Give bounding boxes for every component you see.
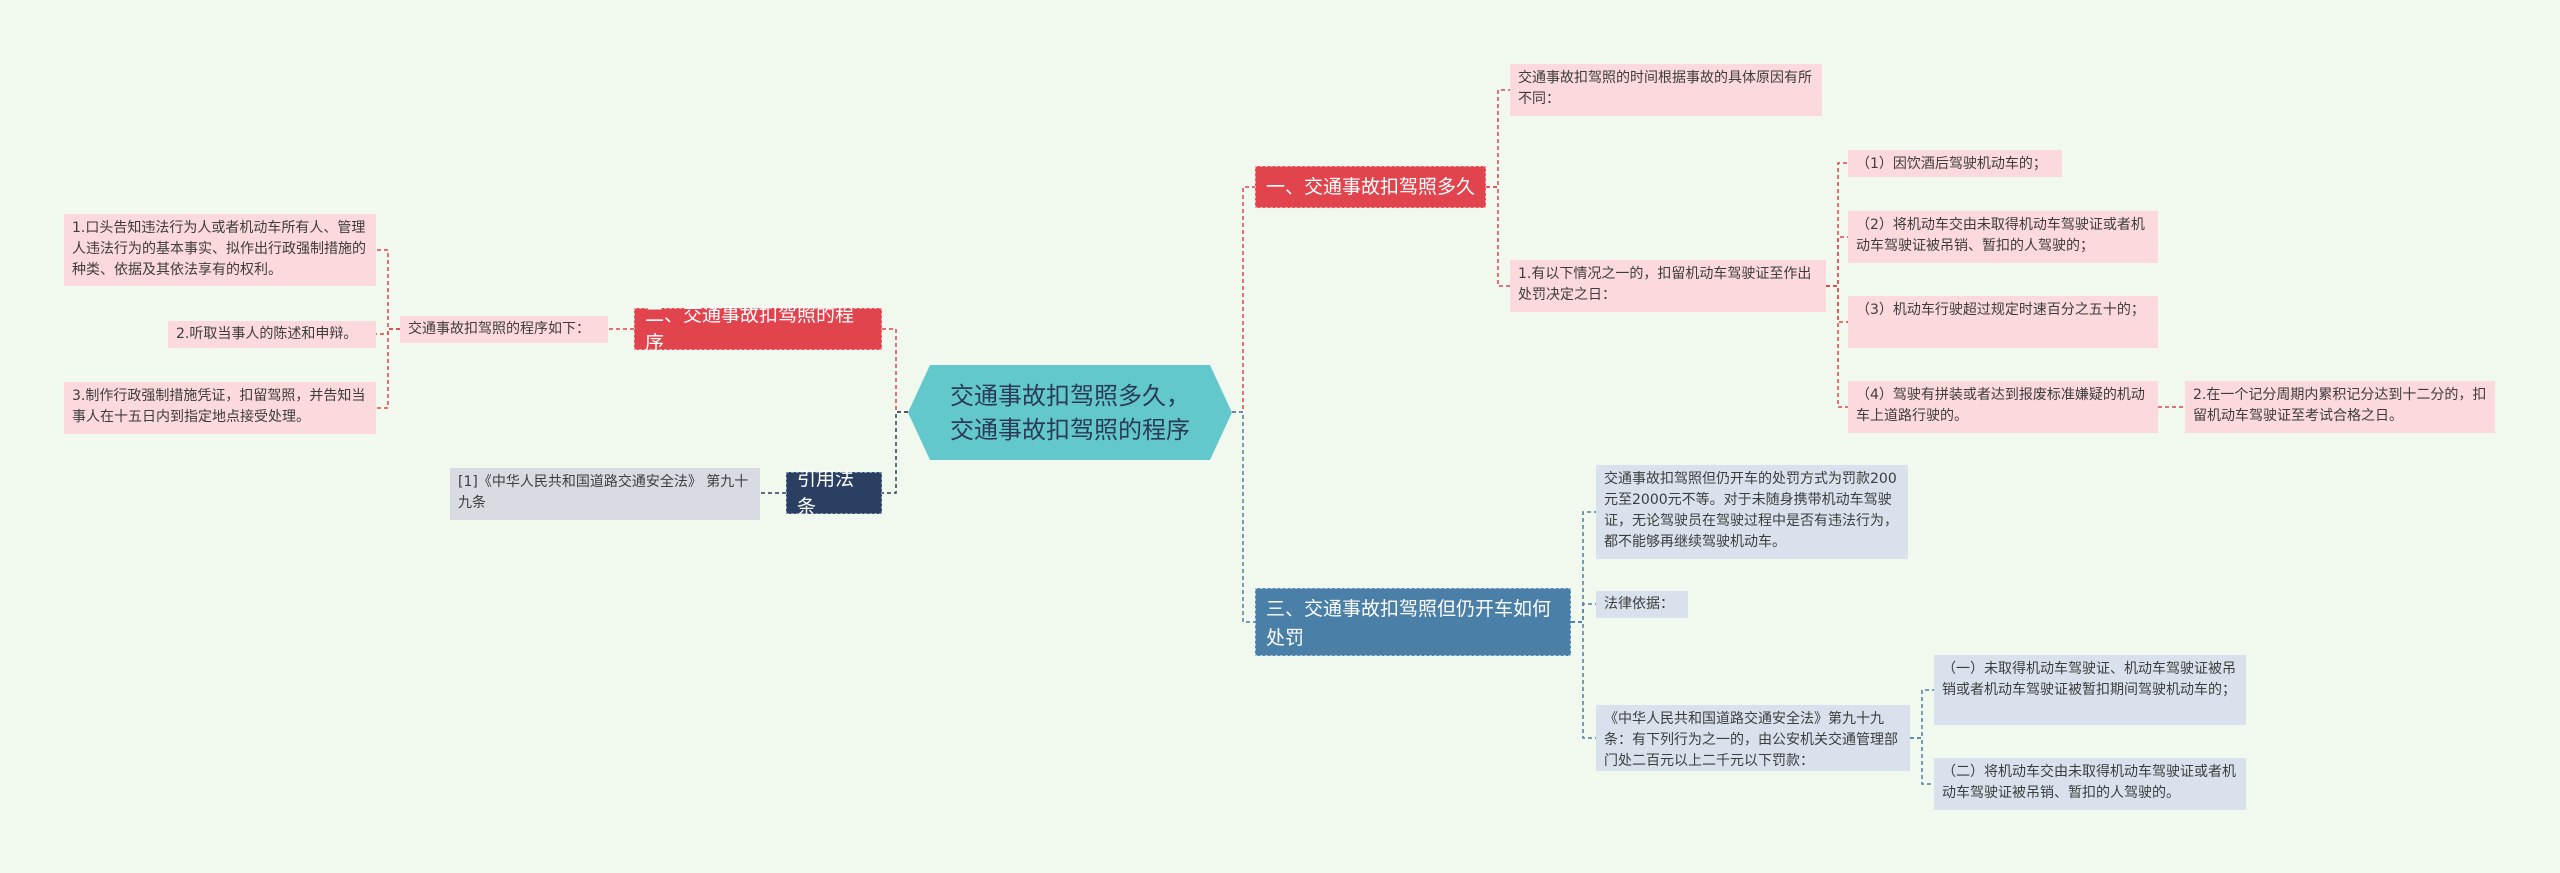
leaf-condition-4[interactable]: （4）驾驶有拼装或者达到报废标准嫌疑的机动车上道路行驶的。 [1848, 381, 2158, 433]
leaf-condition-3-text: （3）机动车行驶超过规定时速百分之五十的； [1856, 302, 2145, 318]
leaf-law-item-1-text: （一）未取得机动车驾驶证、机动车驾驶证被吊销或者机动车驾驶证被暂扣期间驾驶机动车… [1942, 661, 2236, 698]
branch-cited-law-label: 引用法条 [797, 467, 855, 519]
leaf-legal-basis[interactable]: 法律依据： [1596, 591, 1688, 618]
branch-penalty-label: 三、交通事故扣驾照但仍开车如何处罚 [1266, 598, 1552, 649]
leaf-cited-law-text: [1]《中华人民共和国道路交通安全法》 第九十九条 [458, 474, 749, 511]
branch-cited-law[interactable]: 引用法条 [786, 468, 882, 518]
leaf-penalty-fine[interactable]: 交通事故扣驾照但仍开车的处罚方式为罚款200元至2000元不等。对于未随身携带机… [1596, 465, 1908, 559]
leaf-cited-law[interactable]: [1]《中华人民共和国道路交通安全法》 第九十九条 [450, 468, 760, 520]
root-topic[interactable]: 交通事故扣驾照多久，交通事故扣驾照的程序 [908, 365, 1232, 460]
leaf-duration-intro-text: 交通事故扣驾照的时间根据事故的具体原因有所不同： [1518, 70, 1812, 107]
branch-procedure[interactable]: 二、交通事故扣驾照的程序 [634, 304, 882, 354]
leaf-points-limit-text: 2.在一个记分周期内累积记分达到十二分的，扣留机动车驾驶证至考试合格之日。 [2193, 387, 2487, 424]
leaf-procedure-step-1[interactable]: 1.口头告知违法行为人或者机动车所有人、管理人违法行为的基本事实、拟作出行政强制… [64, 214, 376, 286]
branch-duration[interactable]: 一、交通事故扣驾照多久 [1255, 166, 1486, 208]
leaf-seize-conditions[interactable]: 1.有以下情况之一的，扣留机动车驾驶证至作出处罚决定之日： [1510, 260, 1826, 312]
leaf-condition-3[interactable]: （3）机动车行驶超过规定时速百分之五十的； [1848, 296, 2158, 348]
leaf-condition-2[interactable]: （2）将机动车交由未取得机动车驾驶证或者机动车驾驶证被吊销、暂扣的人驾驶的； [1848, 211, 2158, 263]
leaf-duration-intro[interactable]: 交通事故扣驾照的时间根据事故的具体原因有所不同： [1510, 64, 1822, 116]
leaf-condition-1[interactable]: （1）因饮酒后驾驶机动车的； [1848, 150, 2062, 177]
leaf-procedure-intro[interactable]: 交通事故扣驾照的程序如下： [400, 316, 608, 343]
leaf-procedure-step-1-text: 1.口头告知违法行为人或者机动车所有人、管理人违法行为的基本事实、拟作出行政强制… [72, 220, 366, 278]
leaf-procedure-step-3[interactable]: 3.制作行政强制措施凭证，扣留驾照，并告知当事人在十五日内到指定地点接受处理。 [64, 382, 376, 434]
leaf-procedure-step-3-text: 3.制作行政强制措施凭证，扣留驾照，并告知当事人在十五日内到指定地点接受处理。 [72, 388, 366, 425]
leaf-condition-2-text: （2）将机动车交由未取得机动车驾驶证或者机动车驾驶证被吊销、暂扣的人驾驶的； [1856, 217, 2145, 254]
root-topic-label: 交通事故扣驾照多久，交通事故扣驾照的程序 [950, 381, 1190, 444]
leaf-law-item-2[interactable]: （二）将机动车交由未取得机动车驾驶证或者机动车驾驶证被吊销、暂扣的人驾驶的。 [1934, 758, 2246, 810]
leaf-seize-conditions-text: 1.有以下情况之一的，扣留机动车驾驶证至作出处罚决定之日： [1518, 266, 1812, 303]
branch-penalty[interactable]: 三、交通事故扣驾照但仍开车如何处罚 [1255, 588, 1571, 656]
branch-procedure-label: 二、交通事故扣驾照的程序 [645, 303, 855, 355]
leaf-law-article[interactable]: 《中华人民共和国道路交通安全法》第九十九条：有下列行为之一的，由公安机关交通管理… [1596, 705, 1910, 771]
branch-duration-label: 一、交通事故扣驾照多久 [1266, 175, 1476, 198]
leaf-condition-4-text: （4）驾驶有拼装或者达到报废标准嫌疑的机动车上道路行驶的。 [1856, 387, 2145, 424]
leaf-procedure-intro-text: 交通事故扣驾照的程序如下： [408, 321, 590, 337]
leaf-law-article-text: 《中华人民共和国道路交通安全法》第九十九条：有下列行为之一的，由公安机关交通管理… [1604, 711, 1898, 769]
leaf-condition-1-text: （1）因饮酒后驾驶机动车的； [1856, 156, 2047, 172]
leaf-points-limit[interactable]: 2.在一个记分周期内累积记分达到十二分的，扣留机动车驾驶证至考试合格之日。 [2185, 381, 2495, 433]
leaf-law-item-1[interactable]: （一）未取得机动车驾驶证、机动车驾驶证被吊销或者机动车驾驶证被暂扣期间驾驶机动车… [1934, 655, 2246, 725]
leaf-penalty-fine-text: 交通事故扣驾照但仍开车的处罚方式为罚款200元至2000元不等。对于未随身携带机… [1604, 471, 1898, 550]
leaf-procedure-step-2-text: 2.听取当事人的陈述和申辩。 [176, 326, 358, 342]
leaf-procedure-step-2[interactable]: 2.听取当事人的陈述和申辩。 [168, 321, 376, 348]
leaf-legal-basis-text: 法律依据： [1604, 596, 1674, 612]
leaf-law-item-2-text: （二）将机动车交由未取得机动车驾驶证或者机动车驾驶证被吊销、暂扣的人驾驶的。 [1942, 764, 2236, 801]
